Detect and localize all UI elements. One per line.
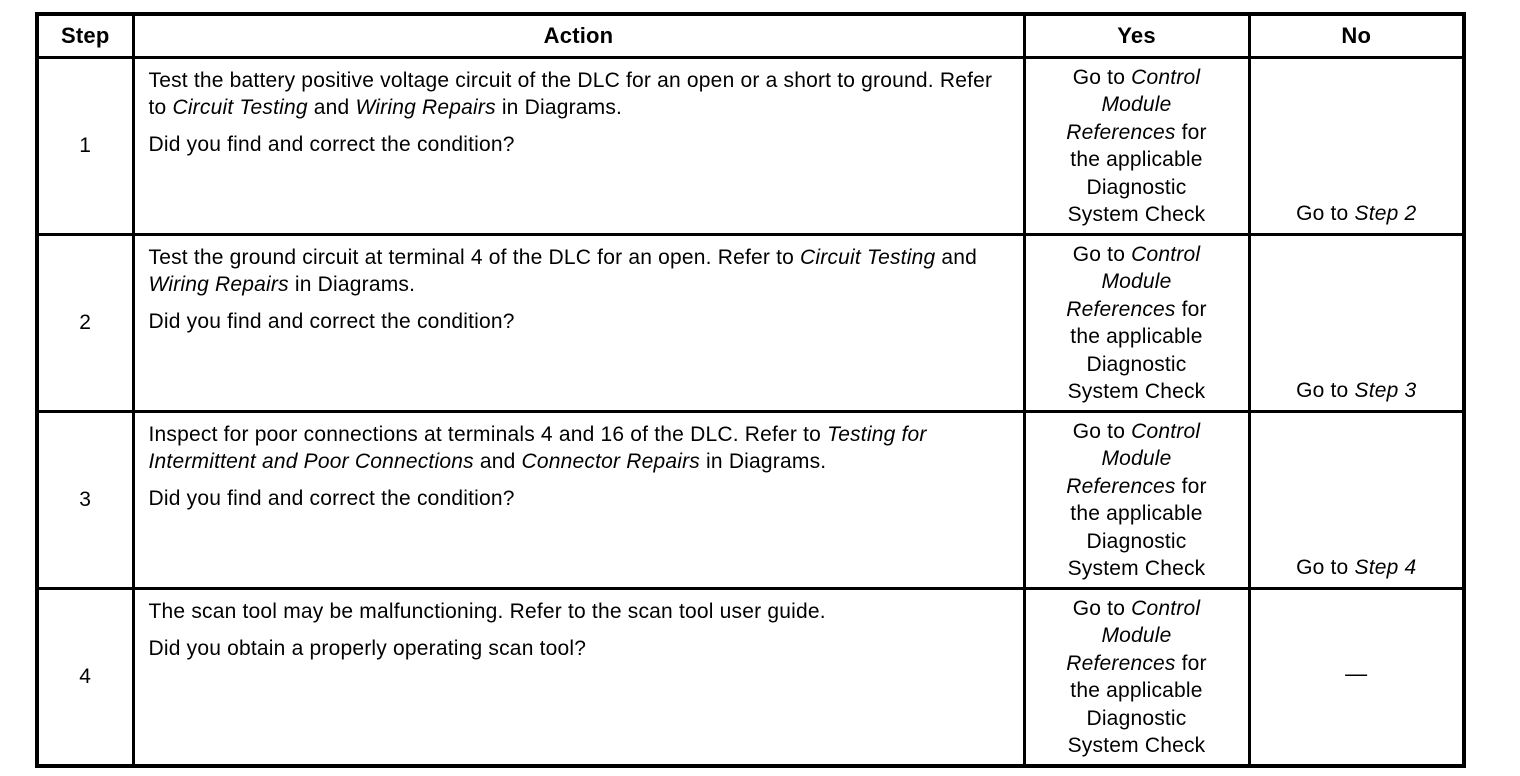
no-text: Go to Step 4 [1296,555,1417,579]
action-question: Did you find and correct the condition? [148,132,515,156]
col-header-no: No [1247,12,1466,59]
table-row: 2 Test the ground circuit at terminal 4 … [35,232,1466,413]
action-instruction: Test the ground circuit at terminal 4 of… [148,245,978,296]
step-cell: 3 [35,409,135,590]
step-cell: 1 [35,55,135,236]
col-header-action: Action [131,12,1026,59]
action-question: Did you find and correct the condition? [148,309,515,333]
step-cell: 4 [35,586,135,767]
table-row: 4 The scan tool may be malfunctioning. R… [35,586,1466,767]
no-cell: Go to Step 4 [1247,409,1466,590]
diagnostic-table: Step Action Yes No 1 Test the battery po… [35,12,1466,768]
action-cell: Inspect for poor connections at terminal… [131,409,1026,590]
step-cell: 2 [35,232,135,413]
col-header-yes: Yes [1022,12,1251,59]
action-cell: Test the battery positive voltage circui… [131,55,1026,236]
action-instruction: The scan tool may be malfunctioning. Ref… [148,599,826,623]
header-row: Step Action Yes No [35,12,1466,59]
action-cell: The scan tool may be malfunctioning. Ref… [131,586,1026,767]
col-header-step: Step [35,12,135,59]
no-cell: — [1247,586,1466,767]
no-cell: Go to Step 3 [1247,232,1466,413]
no-dash: — [1345,661,1368,686]
action-cell: Test the ground circuit at terminal 4 of… [131,232,1026,413]
no-cell: Go to Step 2 [1247,55,1466,236]
table-row: 1 Test the battery positive voltage circ… [35,55,1466,236]
action-instruction: Inspect for poor connections at terminal… [148,422,927,473]
action-question: Did you find and correct the condition? [148,486,515,510]
no-text: Go to Step 2 [1296,201,1417,225]
action-question: Did you obtain a properly operating scan… [148,636,587,660]
action-instruction: Test the battery positive voltage circui… [148,68,993,119]
table-row: 3 Inspect for poor connections at termin… [35,409,1466,590]
no-text: Go to Step 3 [1296,378,1417,402]
